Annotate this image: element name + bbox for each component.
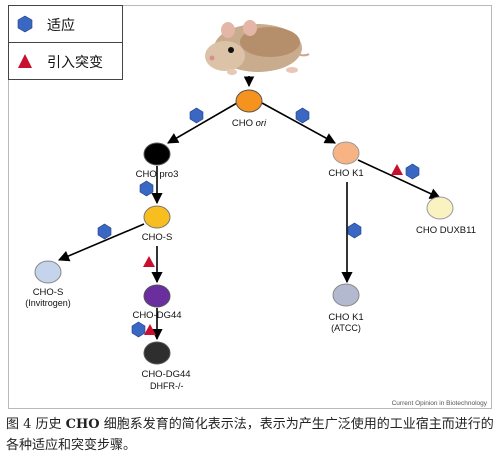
legend-row-adaptation: 适应 (9, 6, 122, 43)
legend-label-mutation: 引入突变 (47, 52, 103, 72)
node-cho-k1-atcc (333, 284, 359, 306)
adaptation-hexagon-icon (98, 224, 111, 239)
node-cho-k1 (333, 142, 359, 164)
legend-label-adaptation: 适应 (47, 15, 75, 35)
label-cho-duxb11: CHO DUXB11 (416, 225, 476, 236)
label-cho-s-invitrogen: CHO-S (33, 287, 64, 298)
source-credit: Current Opinion in Biotechnology (392, 400, 488, 407)
label-cho-pro3: CHO pro3 (136, 169, 179, 180)
red-triangle-icon (15, 51, 35, 71)
node-cho-s-invitrogen (35, 261, 61, 283)
blue-hexagon-icon (15, 14, 35, 34)
node-cho-duxb11 (427, 197, 453, 219)
node-cho-dg44-dhfr (144, 342, 170, 364)
label-cho-dg44-dhfr: CHO-DG44 (141, 369, 190, 380)
label-cho-s: CHO-S (142, 232, 173, 243)
adaptation-hexagon-icon (296, 108, 309, 123)
sublabel-atcc: (ATCC) (331, 323, 361, 333)
node-cho-s (144, 206, 170, 228)
legend-row-mutation: 引入突变 (9, 43, 122, 79)
node-cho-pro3 (144, 143, 170, 165)
label-cho-k1-atcc: CHO K1 (328, 312, 363, 323)
mutation-triangle-icon (144, 324, 156, 335)
mutation-triangle-icon (143, 256, 155, 267)
adaptation-hexagon-icon (132, 322, 145, 337)
caption-pre: 历史 (31, 417, 65, 432)
node-cho-ori (236, 90, 262, 112)
caption-figure-number: 图 4 (6, 417, 31, 432)
adaptation-hexagon-icon (190, 108, 203, 123)
edge-k1-duxb11 (358, 160, 440, 198)
label-cho-dg44: CHO-DG44 (132, 310, 181, 321)
mutation-triangle-icon (391, 164, 403, 175)
sublabel-dhfr: DHFR-/- (150, 381, 184, 391)
adaptation-hexagon-icon (140, 181, 153, 196)
sublabel-invitrogen: (Invitrogen) (25, 298, 71, 308)
label-cho-ori: CHO ori (232, 118, 267, 129)
hamster-illustration (205, 20, 309, 75)
caption-bold: CHO (66, 417, 100, 432)
edge-ori-pro3 (168, 103, 237, 143)
adaptation-hexagon-icon (406, 164, 419, 179)
node-cho-dg44 (144, 285, 170, 307)
figure-caption: 图 4 历史 CHO 细胞系发育的简化表示法，表示为产生广泛使用的工业宿主而进行… (6, 414, 494, 456)
adaptation-hexagon-icon (348, 223, 361, 238)
legend: 适应 引入突变 (8, 5, 123, 80)
label-cho-k1: CHO K1 (328, 168, 363, 179)
edge-ori-k1 (262, 103, 335, 143)
